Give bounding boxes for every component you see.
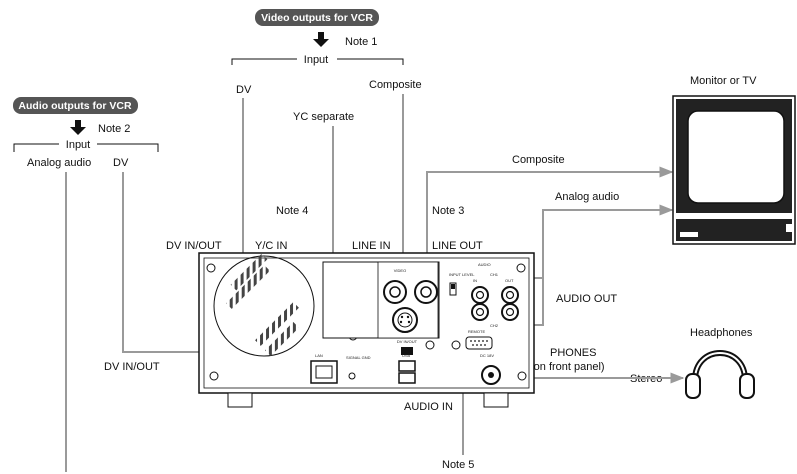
svg-text:AUDIO: AUDIO — [478, 262, 491, 267]
video-down-arrow-icon — [313, 32, 329, 47]
phones-sub-label: (on front panel) — [530, 361, 605, 373]
video-title-pill — [255, 9, 379, 26]
audio-in-label: AUDIO IN — [404, 401, 453, 413]
audio-out-label: AUDIO OUT — [556, 293, 617, 305]
audio-input-bracket — [13, 143, 159, 152]
line-in-video-connector — [383, 280, 407, 304]
svg-text:IN: IN — [473, 278, 477, 283]
remote-connector — [465, 336, 493, 350]
out-analog-audio-label: Analog audio — [555, 191, 619, 203]
video-composite-label: Composite — [369, 79, 422, 91]
yc-in-connector — [392, 307, 418, 333]
svg-text:DC 18V: DC 18V — [480, 353, 494, 358]
svg-text:INPUT LEVEL: INPUT LEVEL — [449, 272, 475, 277]
audio-down-arrow-icon — [70, 120, 86, 135]
video-note: Note 1 — [345, 36, 377, 48]
dc-in-connector — [481, 365, 501, 385]
svg-text:DV IN/OUT: DV IN/OUT — [397, 339, 418, 344]
audio-title-pill — [13, 97, 138, 114]
monitor-tv-icon — [672, 95, 796, 245]
svg-text:USB: USB — [402, 353, 411, 358]
note4-label: Note 4 — [276, 205, 308, 217]
left-dv-inout-label: DV IN/OUT — [104, 361, 160, 373]
dv-inout-connector — [401, 347, 413, 355]
audio-rca-connectors — [471, 286, 519, 321]
audio-input-label: Input — [66, 139, 90, 151]
note5-label: Note 5 — [442, 459, 474, 471]
video-input-bracket — [231, 58, 404, 65]
rear-line-in-label: LINE IN — [352, 240, 391, 252]
video-yc-label: YC separate — [293, 111, 354, 123]
monitor-label: Monitor or TV — [690, 75, 757, 87]
usb-connectors — [398, 360, 416, 384]
phones-label: PHONES — [550, 347, 596, 359]
fan-grill — [226, 253, 299, 356]
svg-text:SIGNAL GND: SIGNAL GND — [346, 355, 371, 360]
device-rear-panel: VIDEO DV IN/OUT AUDIO INPUT LEVEL CH1 CH… — [198, 252, 535, 408]
rear-dv-inout-label: DV IN/OUT — [166, 240, 222, 252]
svg-text:REMOTE: REMOTE — [468, 329, 485, 334]
svg-text:CH1: CH1 — [490, 272, 499, 277]
video-dv-label: DV — [236, 84, 252, 96]
svg-text:VIDEO: VIDEO — [394, 268, 406, 273]
svg-text:OUT: OUT — [505, 278, 514, 283]
audio-title: Audio outputs for VCR — [18, 100, 132, 112]
out-composite-label: Composite — [512, 154, 565, 166]
rear-yc-in-label: Y/C IN — [255, 240, 287, 252]
audio-note: Note 2 — [98, 123, 130, 135]
note3-label: Note 3 — [432, 205, 464, 217]
line-out-video-connector — [414, 280, 438, 304]
video-input-label: Input — [304, 54, 328, 66]
video-title: Video outputs for VCR — [261, 12, 373, 24]
audio-analog-label: Analog audio — [27, 157, 91, 169]
headphones-label: Headphones — [690, 327, 753, 339]
svg-text:LAN: LAN — [315, 353, 323, 358]
rear-line-out-label: LINE OUT — [432, 240, 483, 252]
svg-text:CH2: CH2 — [490, 323, 499, 328]
headphones-icon — [685, 350, 755, 399]
audio-dv-label: DV — [113, 157, 129, 169]
